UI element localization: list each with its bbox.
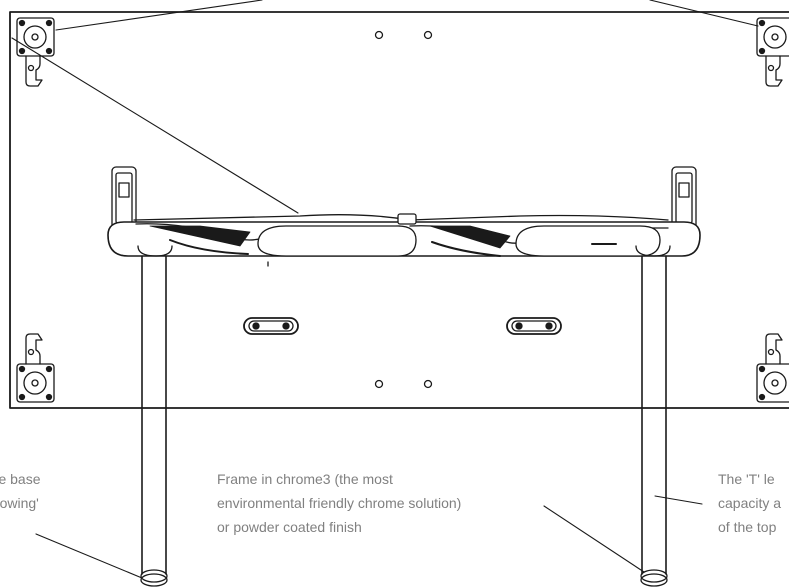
corner-bracket-top-right xyxy=(756,17,789,87)
caption-right-line-3: of the top xyxy=(718,519,777,535)
table-top-outline xyxy=(9,11,789,409)
caption-left-line-3: ice xyxy=(0,515,82,539)
caption-frame-finish: Frame in chrome3 (the most environmental… xyxy=(217,467,461,539)
slot-bracket-right xyxy=(506,317,562,335)
leader-line-right-foot xyxy=(543,505,645,573)
frame-crossbar xyxy=(107,166,701,267)
slot-bracket-left xyxy=(243,317,299,335)
bottom-holes xyxy=(374,379,433,389)
corner-bracket-top-left xyxy=(16,17,55,87)
caption-left-line-2: 'barrowing' xyxy=(0,495,39,511)
leg-left xyxy=(140,255,168,587)
caption-left: in the base 'barrowing' ice xyxy=(0,467,110,539)
leader-line-top-left-bracket xyxy=(55,0,263,31)
caption-right-line-1: The 'T' le xyxy=(718,471,775,487)
corner-bracket-bottom-right xyxy=(756,333,789,403)
leader-lines xyxy=(11,0,759,579)
caption-t-leg: The 'T' le capacity a of the top xyxy=(718,467,789,539)
top-holes xyxy=(374,30,433,40)
caption-right-line-2: capacity a xyxy=(718,495,782,511)
caption-left-line-1: in the base xyxy=(0,471,41,487)
caption-middle-line-2: environmental friendly chrome solution) xyxy=(217,495,462,511)
leg-right xyxy=(640,255,668,587)
caption-middle-line-3: or powder coated finish xyxy=(217,519,362,535)
leader-line-left-foot xyxy=(35,533,143,579)
leader-line-right-leg xyxy=(654,495,703,505)
leader-line-crossbar xyxy=(11,37,299,214)
caption-middle-line-1: Frame in chrome3 (the most xyxy=(217,471,393,487)
leader-line-top-right-bracket xyxy=(649,0,759,27)
corner-bracket-bottom-left xyxy=(16,333,55,403)
